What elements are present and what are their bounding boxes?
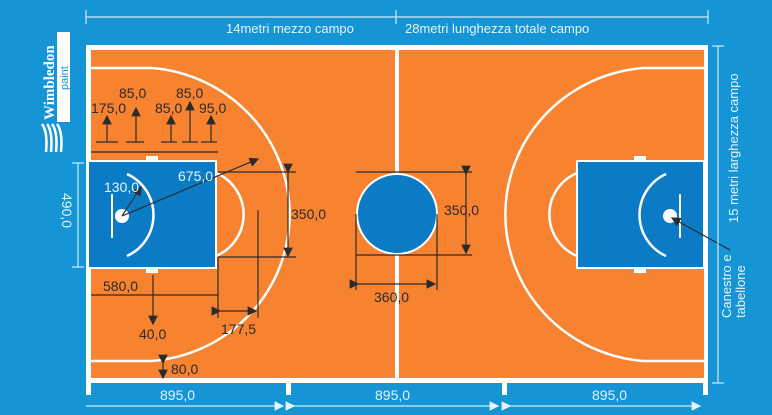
dim-85-c: 85,0 — [176, 85, 203, 101]
dimension-lines — [91, 100, 731, 380]
top-dimension — [85, 10, 709, 24]
svg-text:Wimbledon: Wimbledon — [42, 45, 58, 120]
dim-85-b: 85,0 — [155, 100, 182, 116]
dim-175: 175,0 — [91, 100, 126, 116]
dim-130: 130,0 — [104, 179, 139, 195]
dim-350-circle: 350,0 — [444, 202, 479, 218]
dim-95: 95,0 — [199, 100, 226, 116]
dim-350-key: 350,0 — [291, 206, 326, 222]
dim-85-a: 85,0 — [119, 85, 146, 101]
left-key — [87, 156, 245, 273]
width-label: 15 metri larghezza campo — [726, 73, 741, 223]
dim-bottom-2: 895,0 — [375, 387, 410, 403]
dim-bottom-1: 895,0 — [160, 387, 195, 403]
right-three-point-line — [504, 66, 704, 363]
basket-label-1: Canestro e — [719, 254, 734, 318]
dim-580: 580,0 — [103, 278, 138, 294]
width-dimension-right — [712, 45, 724, 384]
half-court-label: 14metri mezzo campo — [226, 21, 354, 36]
center-circle — [356, 173, 438, 255]
dim-bottom-3: 895,0 — [592, 387, 627, 403]
dim-80: 80,0 — [171, 361, 198, 377]
right-key — [548, 156, 705, 273]
basket-label-2: tabellone — [733, 265, 748, 318]
bottom-posts — [86, 383, 708, 395]
wimbledon-paint-logo: Wimbledon paint — [40, 32, 71, 153]
dim-177-5: 177,5 — [221, 321, 256, 337]
dim-360: 360,0 — [374, 289, 409, 305]
dim-490: 490,0 — [59, 193, 75, 228]
width-dimension-left — [72, 162, 84, 268]
dim-40: 40,0 — [139, 326, 166, 342]
svg-text:paint: paint — [59, 66, 71, 90]
total-length-label: 28metri lunghezza totale campo — [405, 21, 589, 36]
dim-675: 675,0 — [178, 168, 213, 184]
